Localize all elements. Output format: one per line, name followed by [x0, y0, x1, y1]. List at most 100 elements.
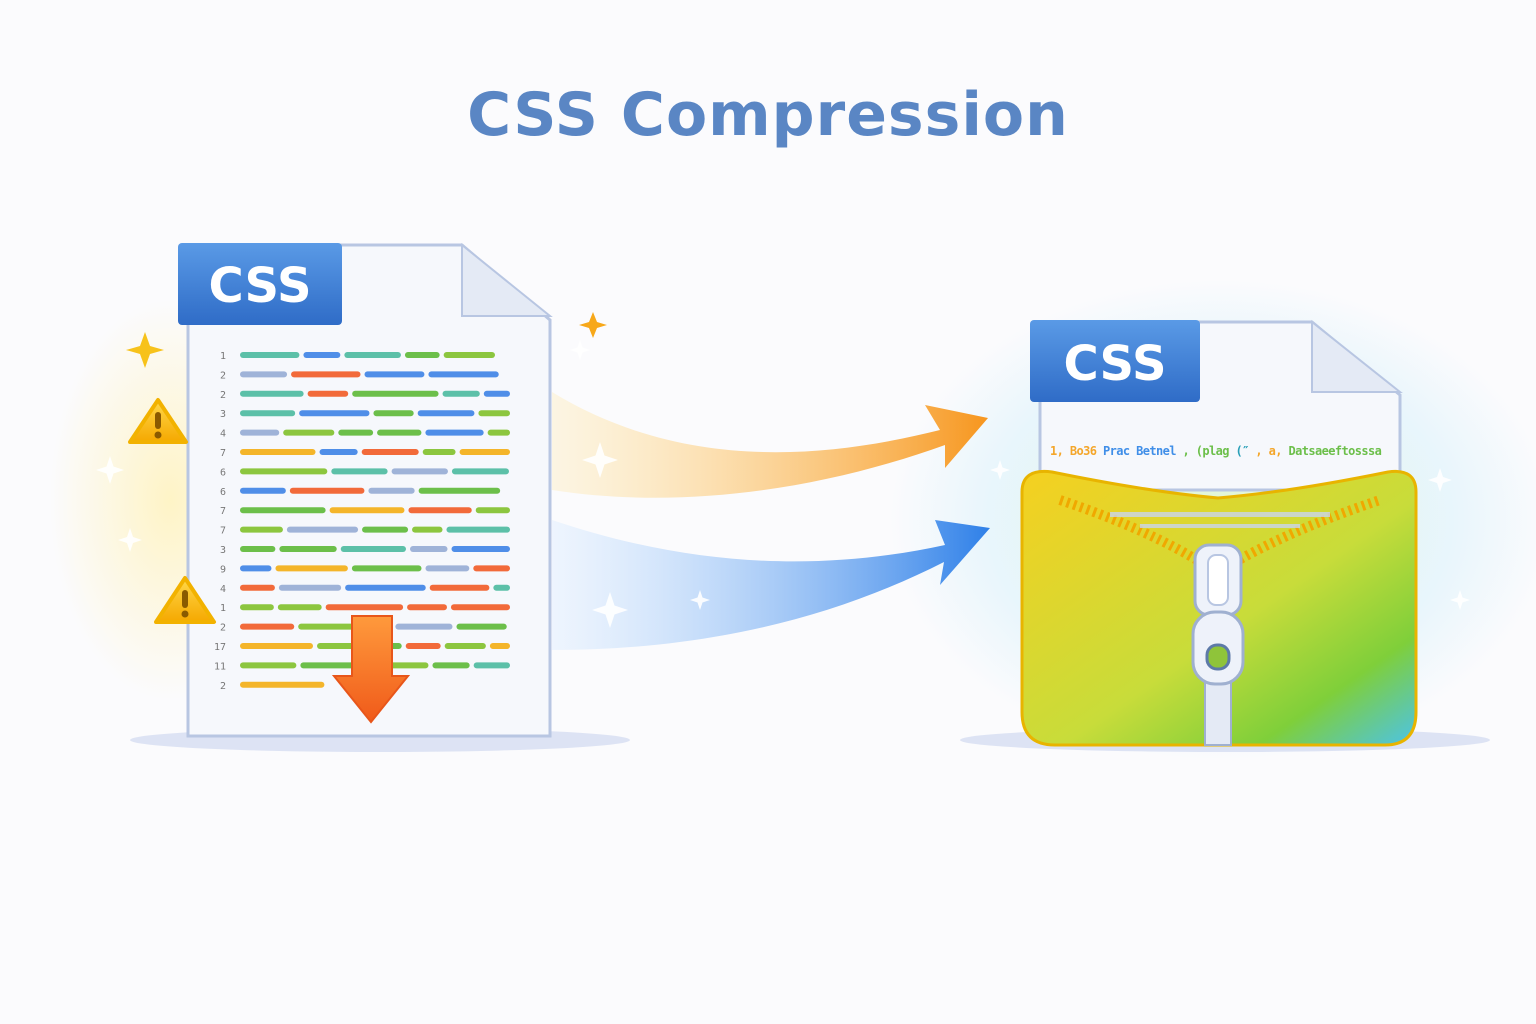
line-number: 7 [220, 506, 226, 517]
code-bar [240, 681, 325, 688]
code-bar [459, 449, 510, 455]
code-bar [240, 526, 283, 533]
sparkle-icon [126, 332, 164, 368]
code-bar [325, 604, 404, 611]
code-bar [444, 643, 486, 649]
code-bar [405, 643, 441, 649]
code-bar [240, 662, 297, 669]
code-bar [473, 565, 510, 572]
code-bar [361, 449, 419, 455]
code-bar [240, 352, 300, 358]
code-bar [412, 526, 443, 533]
code-bar [240, 546, 276, 552]
line-number: 1 [220, 351, 226, 362]
code-bar [240, 371, 288, 378]
code-bar [368, 487, 415, 494]
code-bar [493, 584, 510, 591]
code-bar [418, 487, 501, 494]
code-bar [442, 390, 480, 397]
code-bar [377, 429, 422, 436]
warning-icon [128, 398, 188, 444]
code-bar [483, 390, 510, 397]
code-bar [277, 604, 322, 611]
token: Datsaeeftosssa [1289, 444, 1382, 458]
code-bar [240, 507, 326, 514]
code-bar [240, 565, 272, 572]
line-number: 3 [220, 409, 226, 420]
code-bar [275, 565, 348, 572]
code-bar [473, 662, 510, 669]
line-number: 17 [214, 642, 226, 653]
line-number: 9 [220, 564, 226, 575]
sparkle-icon [990, 460, 1010, 480]
code-bar [307, 390, 349, 397]
line-number: 2 [220, 681, 226, 692]
code-bar [299, 410, 370, 417]
code-bar [352, 390, 439, 397]
code-bar [278, 584, 342, 591]
line-number: 11 [214, 661, 226, 672]
line-number: 2 [220, 370, 226, 381]
code-bar [408, 507, 472, 514]
token: , a, [1255, 444, 1282, 458]
code-bar [331, 468, 388, 475]
code-bar [240, 623, 295, 630]
code-bar [489, 643, 510, 649]
line-number: 4 [220, 584, 226, 595]
code-bar [279, 546, 337, 552]
code-bar [422, 449, 456, 455]
code-bar [338, 429, 374, 436]
css-tag-right [1030, 320, 1200, 402]
code-bar [240, 390, 304, 397]
line-number: 4 [220, 429, 226, 440]
sparkle-icon [96, 456, 124, 484]
sparkle-icon [570, 340, 590, 360]
code-bar [319, 449, 358, 455]
code-bar [240, 429, 280, 436]
code-bar [478, 410, 510, 417]
code-bar [443, 352, 495, 358]
code-bar [240, 449, 316, 455]
code-bar [446, 526, 510, 533]
line-number: 6 [220, 467, 226, 478]
code-bar [344, 352, 401, 358]
zipper-teeth [1058, 495, 1382, 570]
code-bar [432, 662, 470, 669]
code-bar [450, 604, 510, 611]
code-bar [289, 487, 365, 494]
code-bar [283, 429, 335, 436]
sparkle-icon [592, 592, 628, 628]
code-bar [425, 565, 470, 572]
zipper-icon[interactable] [1191, 543, 1245, 686]
token: Prac Betnel [1103, 444, 1176, 458]
page-title: CSS Compression [467, 80, 1069, 150]
sparkle-icon [1450, 590, 1470, 610]
token: (″ [1236, 444, 1250, 458]
code-bar [286, 526, 359, 533]
code-bar [291, 371, 361, 378]
css-tag-label: CSS [208, 258, 311, 314]
code-bar [240, 410, 296, 417]
line-number: 6 [220, 487, 226, 498]
sparkle-icon [1428, 468, 1452, 492]
token: , (plag [1183, 444, 1230, 458]
code-bar [362, 526, 409, 533]
code-bar [240, 604, 274, 611]
code-bar [345, 584, 426, 591]
line-number: 7 [220, 448, 226, 459]
line-number: 3 [220, 545, 226, 556]
code-bar [429, 584, 490, 591]
code-bar [404, 352, 440, 358]
sparkle-icon [579, 312, 607, 338]
code-bar [487, 429, 510, 436]
code-bar [351, 565, 422, 572]
sparkle-icon [118, 528, 142, 552]
code-bar [340, 546, 406, 552]
code-bar [407, 604, 447, 611]
code-bar [391, 468, 448, 475]
code-bar [329, 507, 405, 514]
warning-icon [154, 576, 216, 624]
line-number: 2 [220, 623, 226, 634]
